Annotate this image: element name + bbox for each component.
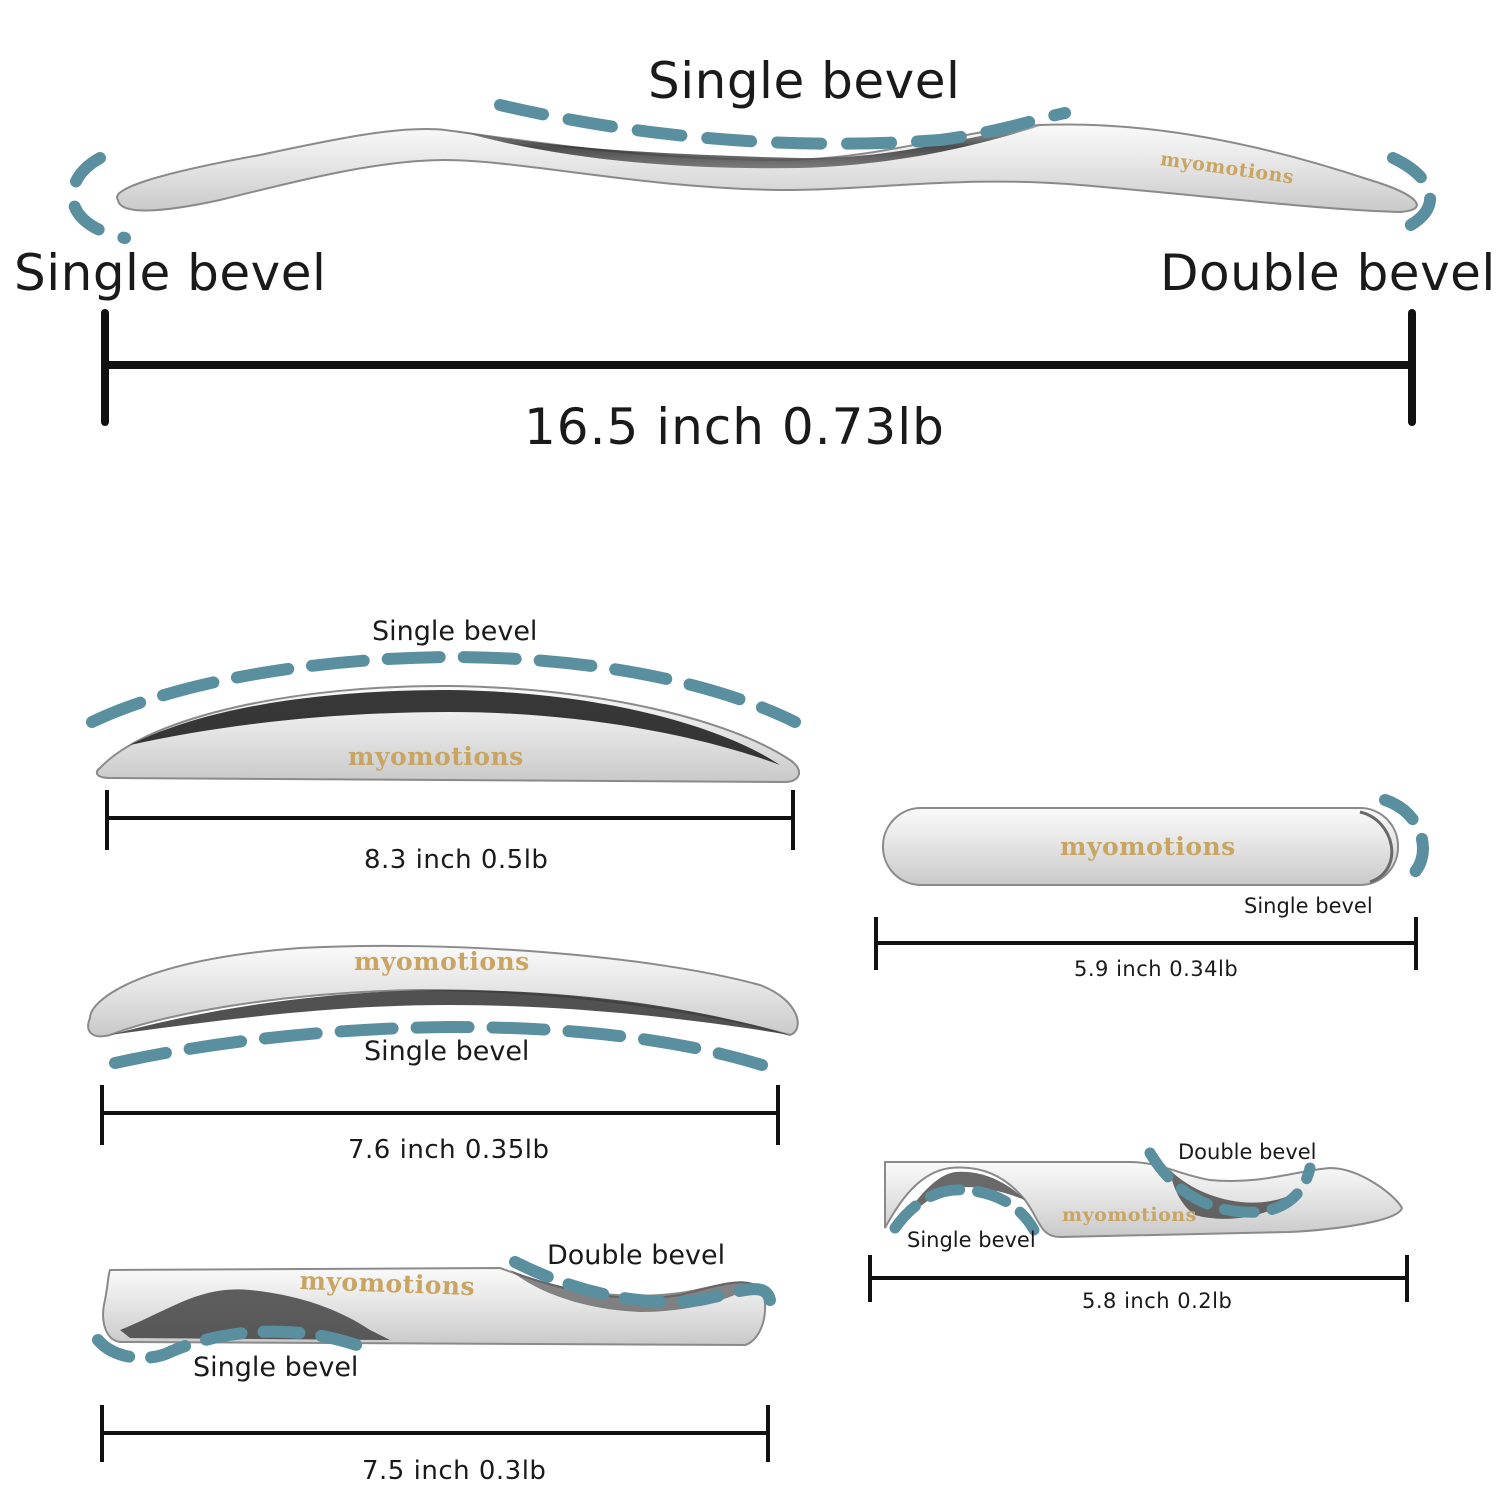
tool-6-dimension-line [868,1255,1409,1302]
tool-2-dimension-line [105,790,795,850]
tool-6-brand-logo: myomotions [1062,1204,1197,1226]
tool-1-label-left: Single bevel [14,244,327,302]
tool-1-bevel-markers [66,99,1437,244]
tool-4-label-single: Single bevel [193,1352,359,1383]
tool-5-label: Single bevel [1244,894,1373,918]
tool-4-bevel-markers [92,1256,776,1364]
tool-5-blade [882,807,1399,886]
tool-5-dimension: 5.9 inch 0.34lb [1074,957,1239,981]
tool-1-dimension: 16.5 inch 0.73lb [524,398,945,456]
tool-4-dimension: 7.5 inch 0.3lb [362,1456,547,1486]
tool-2-label: Single bevel [372,616,538,647]
tool-2-bevel-marker [86,650,801,728]
tool-1-label-top: Single bevel [648,52,961,110]
tool-2-dimension: 8.3 inch 0.5lb [364,845,549,875]
tool-2-brand-logo: myomotions [348,742,524,771]
tool-4-brand-logo: myomotions [298,1266,476,1302]
tool-3-brand-logo: myomotions [354,947,530,976]
tool-4-label-double: Double bevel [547,1240,726,1271]
tool-1-blade [116,123,1418,214]
tool-1-label-right: Double bevel [1160,244,1496,302]
tool-6-dimension: 5.8 inch 0.2lb [1082,1289,1233,1313]
tool-4-dimension-line [100,1405,770,1462]
tool-6-label-double: Double bevel [1178,1140,1317,1164]
tool-6-label-single: Single bevel [907,1228,1036,1252]
tool-3-bevel-marker [109,1020,768,1071]
tool-3-label: Single bevel [364,1036,530,1067]
tool-5-bevel-marker [1379,794,1429,888]
tool-5-dimension-line [874,917,1418,970]
tool-6-bevel-markers [889,1147,1316,1236]
tool-3-dimension: 7.6 inch 0.35lb [348,1135,550,1165]
tool-2-blade [95,684,800,784]
tool-3-dimension-line [100,1085,780,1145]
tool-1-dimension-line [101,309,1416,426]
tool-5-brand-logo: myomotions [1060,832,1236,861]
tool-3-blade [87,944,799,1038]
